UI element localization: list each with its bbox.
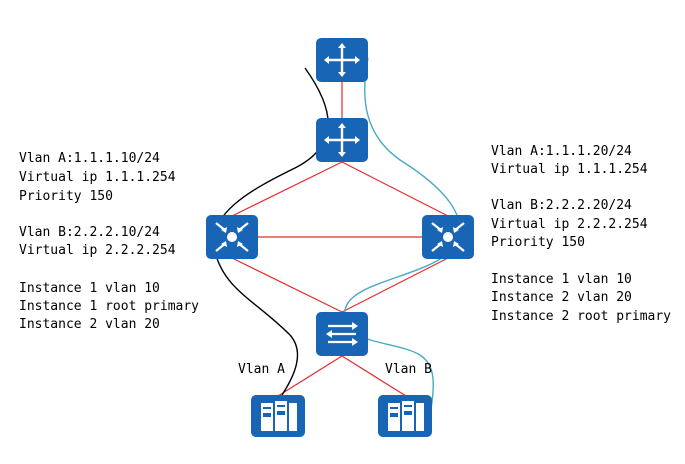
right-layer3-switch — [422, 215, 474, 259]
left-layer3-switch — [206, 215, 258, 259]
vlan-b-label: Vlan B — [385, 362, 432, 377]
top-router — [316, 38, 368, 82]
left-virtual-ip-b: Virtual ip 2.2.2.254 — [19, 243, 176, 258]
server-icon — [261, 401, 297, 431]
core-router — [316, 118, 368, 162]
link-core-right — [341, 161, 449, 217]
left-virtual-ip-a: Virtual ip 1.1.1.254 — [19, 170, 176, 185]
right-vlan-b-address: Vlan B:2.2.2.20/24 — [491, 198, 632, 213]
layer2-switch-icon — [326, 322, 358, 346]
server-icon — [388, 401, 424, 431]
left-instance-2-vlan: Instance 2 vlan 20 — [19, 317, 160, 332]
server-vlan-b — [378, 395, 432, 437]
server-vlan-a — [251, 395, 305, 437]
right-vlan-a-address: Vlan A:1.1.1.20/24 — [491, 144, 632, 159]
vlan-a-label: Vlan A — [238, 362, 285, 377]
right-priority: Priority 150 — [491, 235, 585, 250]
left-instance-1-root: Instance 1 root primary — [19, 299, 200, 314]
path-vlan-b — [343, 57, 461, 421]
link-access-server-a — [277, 355, 343, 397]
link-core-left — [231, 161, 343, 217]
right-instance-1-vlan: Instance 1 vlan 10 — [491, 272, 632, 287]
right-instance-2-vlan: Instance 2 vlan 20 — [491, 290, 632, 305]
left-vlan-a-address: Vlan A:1.1.1.10/24 — [19, 151, 160, 166]
router-icon — [324, 123, 360, 157]
left-vlan-b-address: Vlan B:2.2.2.10/24 — [19, 225, 160, 240]
link-access-server-b — [341, 355, 407, 397]
right-virtual-ip-a: Virtual ip 1.1.1.254 — [491, 162, 648, 177]
layer3-switch-icon — [215, 222, 249, 252]
left-instance-1-vlan: Instance 1 vlan 10 — [19, 281, 160, 296]
link-right-access — [341, 257, 449, 313]
left-priority: Priority 150 — [19, 189, 113, 204]
link-left-access — [231, 257, 343, 313]
access-layer2-switch — [316, 312, 368, 356]
right-instance-2-root: Instance 2 root primary — [491, 309, 672, 324]
router-icon — [324, 43, 360, 77]
right-virtual-ip-b: Virtual ip 2.2.2.254 — [491, 217, 648, 232]
layer3-switch-icon — [431, 222, 465, 252]
